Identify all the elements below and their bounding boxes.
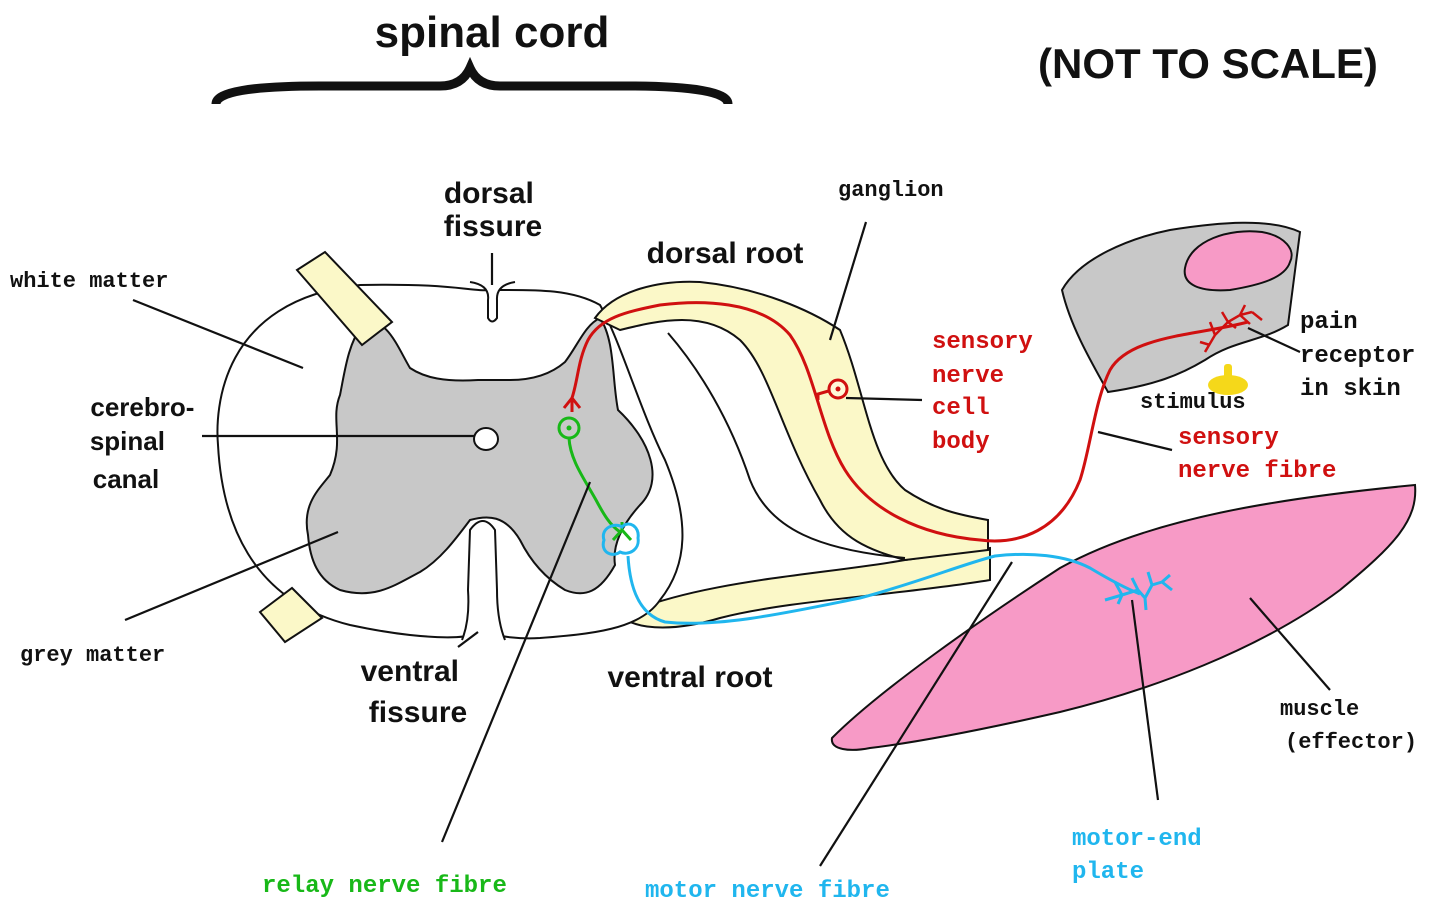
title: spinal cord	[375, 8, 610, 57]
label-stimulus: stimulus	[1140, 390, 1246, 415]
label-dorsal-root: dorsal root	[647, 237, 804, 270]
label-grey-matter: grey matter	[20, 643, 165, 668]
central-canal	[474, 428, 498, 450]
label-ganglion: ganglion	[838, 178, 944, 203]
sensory-cell-nucleus	[836, 387, 841, 392]
label-dorsal-fissure: dorsal fissure	[444, 177, 542, 243]
label-motor-nerve-fibre: motor nerve fibre	[645, 878, 890, 901]
label-muscle: muscle (effector)	[1280, 697, 1417, 755]
label-motor-end-plate: motor-end plate	[1072, 826, 1216, 886]
label-sensory-nerve-fibre: sensory nerve fibre	[1178, 425, 1336, 485]
label-white-matter: white matter	[10, 269, 168, 294]
label-sensory-nerve-cell-body: sensory nerve cell body	[932, 329, 1047, 456]
relay-cell-nucleus	[567, 426, 572, 431]
stimulus-pin-shaft	[1224, 364, 1232, 380]
label-ventral-root: ventral root	[607, 661, 772, 694]
title-brace	[216, 68, 728, 104]
leader-sensory-nerve-fibre	[1098, 432, 1172, 450]
label-cerebro-spinal-canal: cerebro- spinal canal	[90, 392, 202, 494]
leader-ganglion	[830, 222, 866, 340]
label-relay-nerve-fibre: relay nerve fibre	[262, 873, 507, 900]
label-pain-receptor: pain receptor in skin	[1300, 309, 1430, 403]
scale-note: (NOT TO SCALE)	[1038, 40, 1378, 87]
label-ventral-fissure: ventral fissure	[361, 655, 468, 729]
